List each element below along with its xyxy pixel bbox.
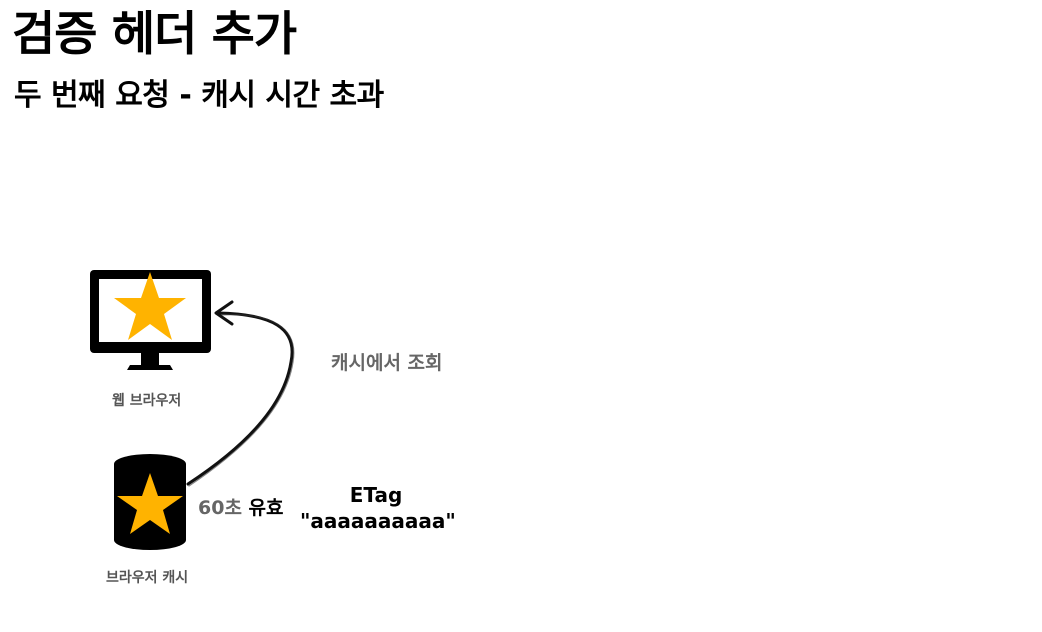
cache-label: 브라우저 캐시 (106, 570, 189, 586)
page-title: 검증 헤더 추가 (12, 7, 297, 62)
browser-star (114, 272, 186, 340)
browser-label: 웹 브라우저 (112, 393, 182, 409)
monitor-star-icon (90, 270, 211, 370)
validity-status: 유효 (248, 497, 284, 519)
cache-star (117, 473, 183, 534)
page-subtitle: 두 번째 요청 - 캐시 시간 초과 (14, 78, 384, 113)
validity-duration: 60초 (198, 497, 242, 519)
lookup-arrow (186, 300, 295, 487)
etag-value: "aaaaaaaaaa" (300, 509, 456, 533)
validity-label: 60초 유효 (198, 493, 284, 520)
etag-name: ETag (349, 483, 403, 507)
etag-block: ETag "aaaaaaaaaa" (300, 482, 456, 534)
cache-lookup-label: 캐시에서 조회 (331, 352, 443, 374)
database-star-icon (114, 454, 186, 550)
